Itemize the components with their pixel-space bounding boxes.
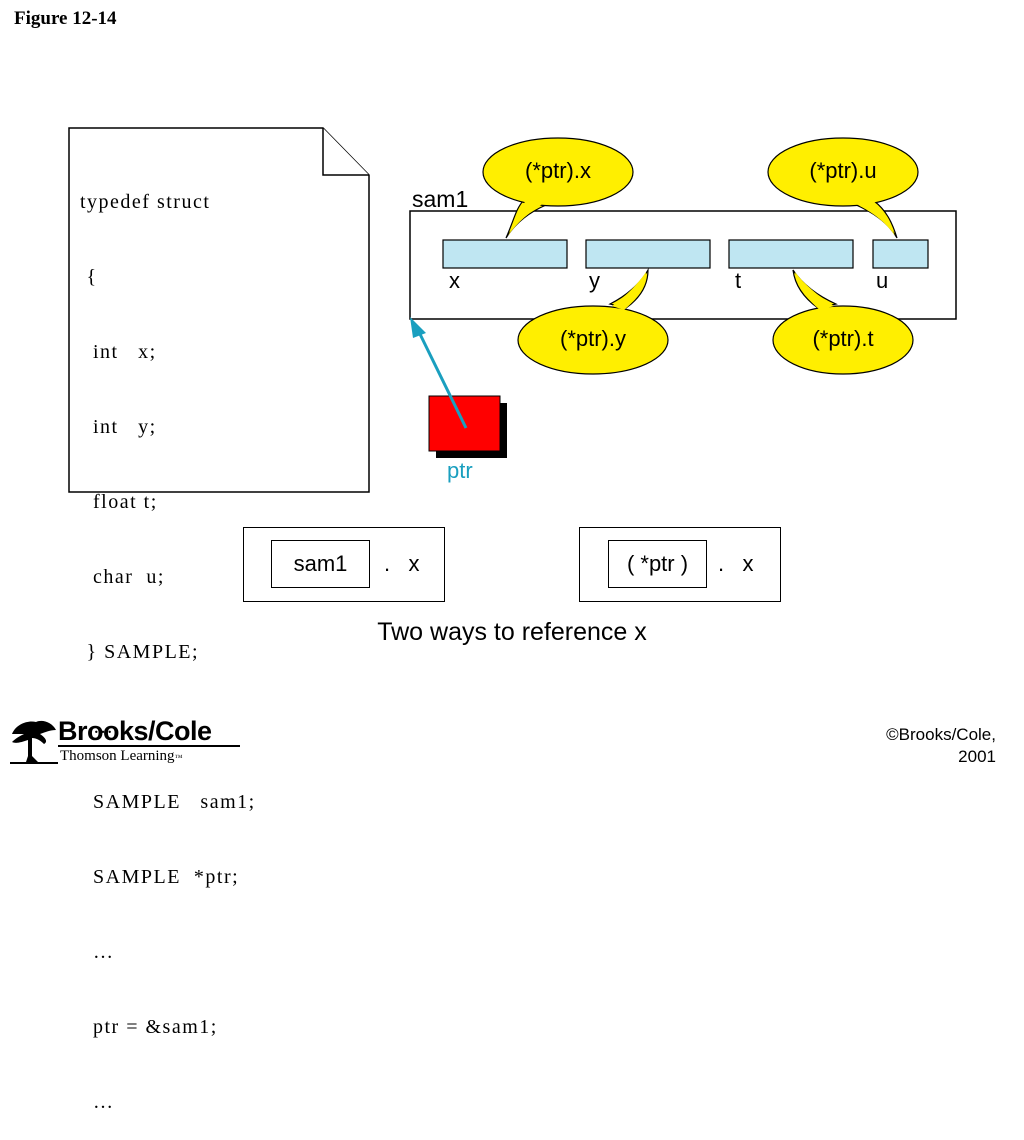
- code-line: ptr = &sam1;: [80, 1016, 218, 1038]
- code-line: …: [80, 1091, 115, 1113]
- callout-t-text: (*ptr).t: [812, 326, 874, 351]
- diagram-canvas: [68, 127, 957, 493]
- brand-subtitle: Thomson Learning™: [60, 748, 182, 765]
- brand-subtitle-text: Thomson Learning: [60, 748, 175, 764]
- pointer-arrow: [410, 317, 468, 429]
- field-box-x: [442, 239, 568, 269]
- trademark-mark: ™: [174, 753, 183, 762]
- code-line: typedef struct: [80, 191, 211, 213]
- field-label-u: u: [876, 268, 889, 293]
- code-line: } SAMPLE;: [80, 641, 200, 663]
- field-label-x: x: [449, 268, 460, 293]
- copyright-notice: ©Brooks/Cole, 2001: [886, 724, 996, 768]
- tree-logo-icon: [10, 720, 58, 764]
- callout-t: [772, 269, 914, 375]
- code-line: …: [80, 941, 115, 963]
- code-document: [68, 127, 370, 493]
- code-line: int y;: [80, 416, 157, 438]
- pointer-box: [428, 395, 507, 458]
- brand-underline: [58, 745, 240, 747]
- code-line: {: [80, 266, 98, 288]
- field-label-t: t: [735, 268, 742, 293]
- reference-inner-sam1: sam1: [271, 540, 370, 588]
- reference-tail-sam1: . x: [384, 551, 420, 576]
- pointer-label: ptr: [447, 458, 473, 483]
- reference-box-sam1: sam1 . x: [243, 527, 445, 602]
- callout-x-text: (*ptr).x: [525, 158, 591, 183]
- figure-caption: Two ways to reference x: [377, 618, 647, 646]
- field-box-t: [728, 239, 854, 269]
- field-box-u: [872, 239, 929, 269]
- callout-x: [482, 137, 634, 239]
- brand-title: Brooks/Cole: [58, 716, 212, 746]
- code-line: char u;: [80, 566, 165, 588]
- code-line: …: [80, 716, 115, 738]
- callout-y-text: (*ptr).y: [560, 326, 626, 351]
- code-line: SAMPLE sam1;: [80, 791, 256, 813]
- struct-label: sam1: [412, 186, 469, 212]
- reference-box-ptr: ( *ptr ) . x: [579, 527, 781, 602]
- figure-label: Figure 12-14: [14, 8, 117, 29]
- field-box-y: [585, 239, 711, 269]
- callout-u: [767, 137, 919, 239]
- code-line: float t;: [80, 491, 158, 513]
- callout-u-text: (*ptr).u: [809, 158, 877, 183]
- code-line: int x;: [80, 341, 157, 363]
- reference-inner-ptr: ( *ptr ): [608, 540, 707, 588]
- reference-tail-ptr: . x: [718, 551, 754, 576]
- copyright-line1: ©Brooks/Cole,: [886, 725, 996, 744]
- field-label-y: y: [589, 268, 600, 293]
- code-line: SAMPLE *ptr;: [80, 866, 240, 888]
- callout-y: [517, 267, 669, 375]
- copyright-line2: 2001: [958, 747, 996, 766]
